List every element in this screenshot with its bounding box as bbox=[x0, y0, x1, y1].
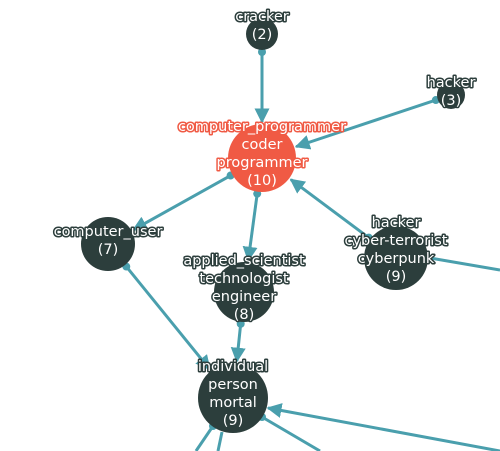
nodes-layer bbox=[81, 18, 465, 433]
edge-computer_user-to-individual bbox=[125, 265, 211, 371]
node-label-individual-line-1: person bbox=[208, 377, 258, 393]
node-label-cyber-terrorist-line-1: cyber-terrorist bbox=[344, 233, 447, 249]
node-label-hacker-line-1: (3) bbox=[441, 93, 462, 109]
edge-offscreen-0 bbox=[194, 425, 215, 451]
node-label-computer-programmer-line-1: coder bbox=[242, 137, 283, 153]
node-label-individual-line-2: mortal bbox=[209, 395, 257, 411]
node-cyber-terrorist[interactable] bbox=[364, 226, 428, 290]
node-label-applied-scientist-line-1: technologist bbox=[199, 271, 289, 287]
node-computer-user[interactable] bbox=[81, 217, 135, 271]
node-computer-programmer[interactable] bbox=[228, 124, 296, 192]
edge-cyber_terrorist-to-computer_programmer bbox=[289, 178, 370, 239]
node-label-computer-user-line-0: computer_user bbox=[54, 224, 163, 240]
edge-source-dot bbox=[258, 48, 266, 56]
node-label-computer-programmer-line-0: computer_programmer bbox=[178, 119, 346, 135]
edge-offscreen-1 bbox=[216, 431, 224, 451]
node-label-cyber-terrorist-line-2: cyberpunk bbox=[358, 251, 435, 267]
node-label-computer-programmer-line-2: programmer bbox=[217, 155, 308, 171]
node-applied-scientist[interactable] bbox=[214, 262, 274, 322]
labels-layer: cracker (2) hacker (3) computer_programmerco… bbox=[52, 8, 477, 431]
node-label-applied-scientist-line-3: (8) bbox=[234, 307, 255, 323]
edge-hacker-to-computer_programmer bbox=[294, 98, 437, 150]
node-label-cracker-line-1: (2) bbox=[252, 27, 273, 43]
edge-offscreen-3 bbox=[266, 403, 500, 451]
edge-computer_programmer-to-computer_user bbox=[132, 174, 232, 232]
edge-offscreen-4 bbox=[429, 256, 500, 272]
node-label-individual-line-3: (9) bbox=[223, 413, 244, 429]
edge-offscreen-2 bbox=[261, 415, 321, 451]
node-label-cracker-line-0: cracker bbox=[235, 9, 289, 25]
node-label-applied-scientist-line-2: engineer bbox=[212, 289, 276, 305]
node-label-computer-programmer-line-3: (10) bbox=[247, 173, 277, 189]
edge-computer_programmer-to-applied_scientist bbox=[242, 193, 259, 262]
node-individual[interactable] bbox=[198, 363, 268, 433]
node-label-cyber-terrorist-line-3: (9) bbox=[386, 269, 407, 285]
node-hacker[interactable] bbox=[437, 81, 465, 109]
node-label-applied-scientist-line-0: applied_scientist bbox=[183, 253, 305, 269]
node-label-cyber-terrorist-line-0: hacker bbox=[372, 215, 421, 231]
node-label-hacker-line-0: hacker bbox=[427, 75, 476, 91]
node-cracker[interactable] bbox=[246, 18, 278, 50]
node-label-computer-user-line-1: (7) bbox=[98, 242, 119, 258]
node-label-individual-line-0: individual bbox=[198, 359, 268, 375]
edge-applied_scientist-to-individual bbox=[230, 323, 246, 363]
